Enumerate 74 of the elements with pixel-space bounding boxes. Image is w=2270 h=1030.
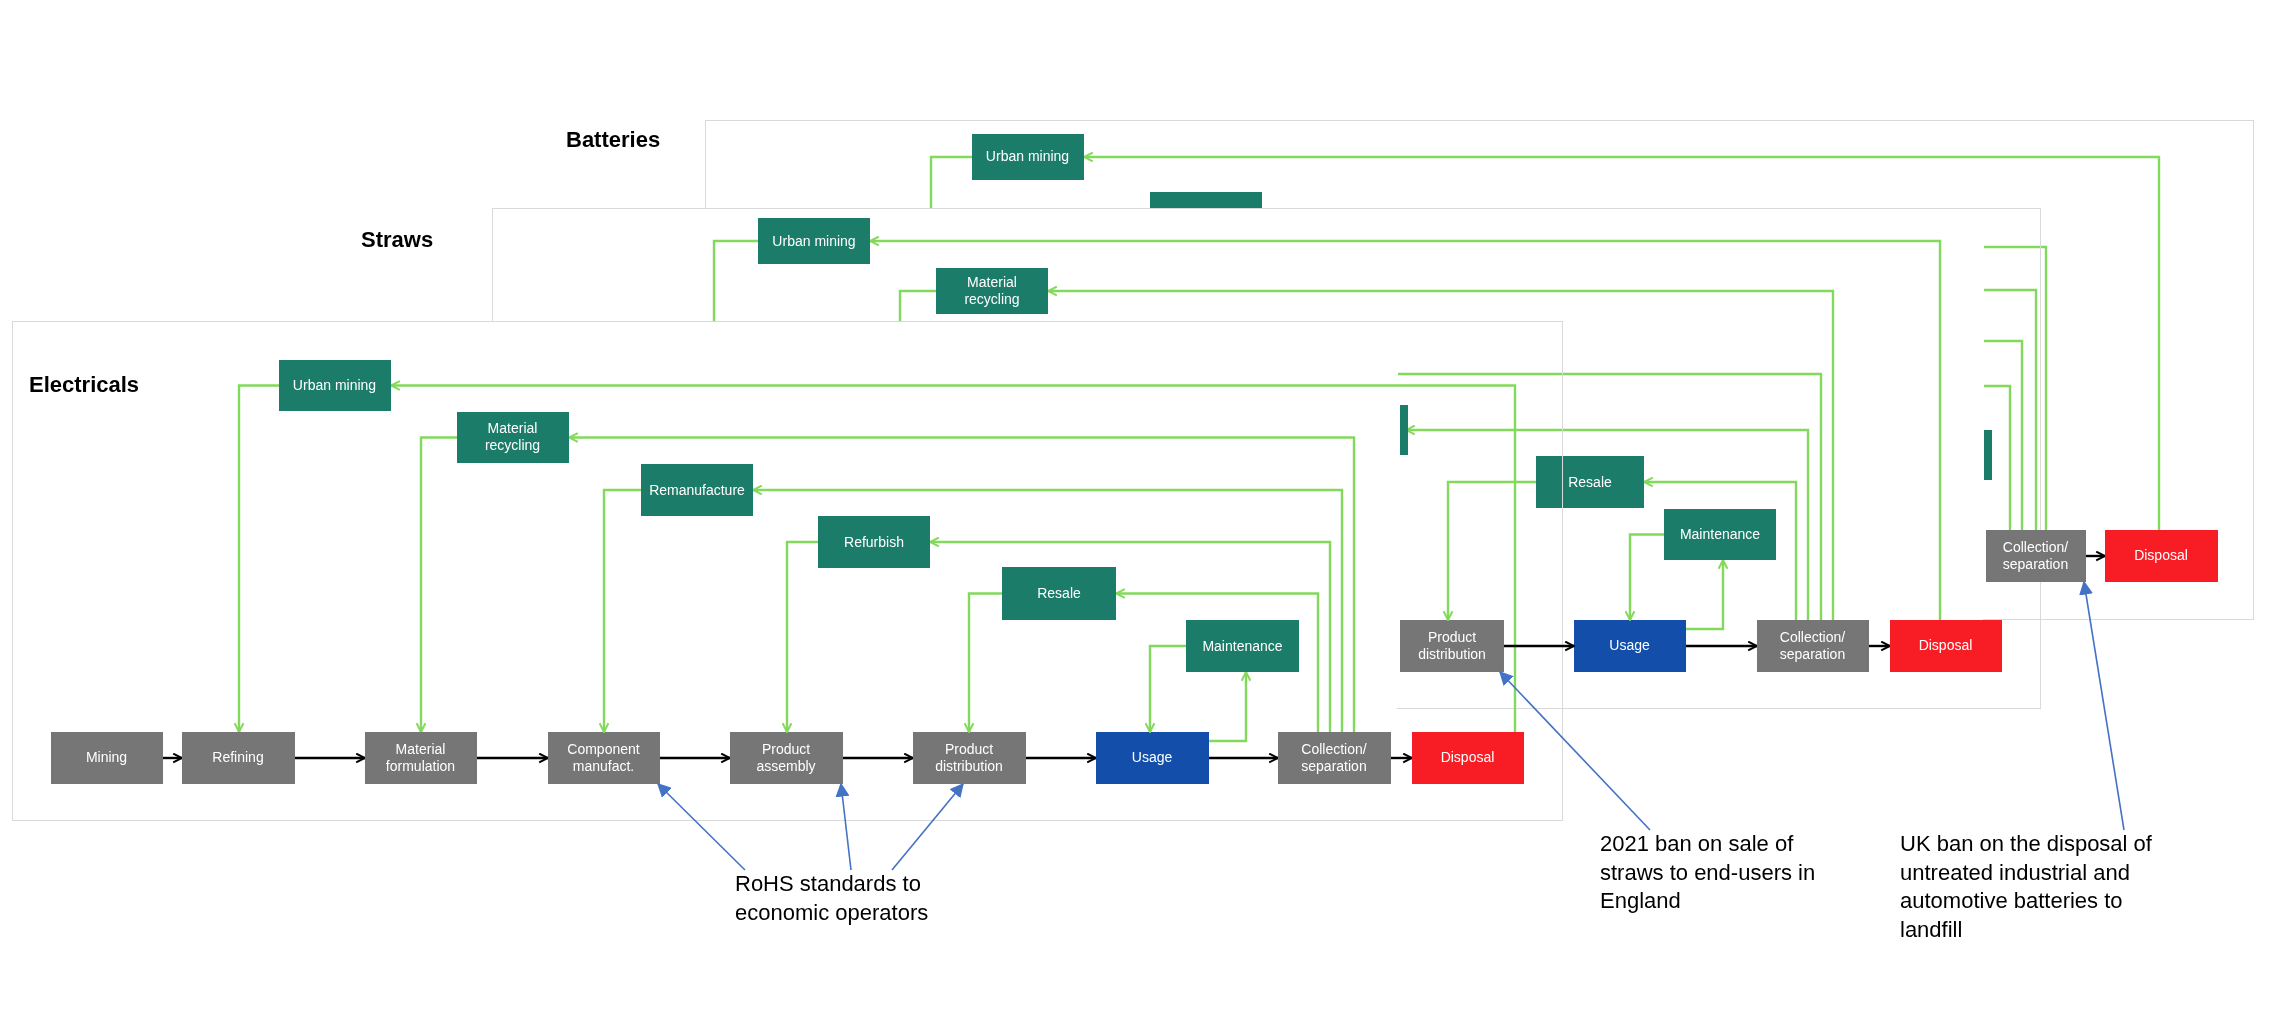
flow-arrow [1208,752,1279,763]
flow-arrow [162,752,183,763]
process-box: Refining [181,731,295,784]
feedback-arrow [1624,533,1664,621]
leader-line [657,783,746,871]
feedback-arrow [1685,558,1728,630]
leader-line [891,782,964,871]
feedback-arrow [1144,644,1186,733]
feedback-arrow [781,540,818,733]
process-box: Product assembly [729,731,843,784]
connector-line [1983,288,2037,530]
flow-arrow [1390,752,1413,763]
loop-box: Maintenance [1664,509,1776,560]
annotation-text: UK ban on the disposal of untreated industrial and automotive batteries to landfill [1900,830,2180,970]
loop-box: Urban mining [278,359,391,411]
process-box: Collection/ separation [1277,731,1391,784]
usage-box: Usage [1095,731,1209,784]
process-box: Product distribution [912,731,1026,784]
leader-line [835,782,852,871]
process-box: Mining [50,731,163,784]
feedback-arrow [567,431,1355,732]
process-box: Product distribution [1400,620,1504,672]
loop-box: Refurbish [818,516,930,568]
flow-arrow [1025,752,1097,763]
flow-arrow [1868,640,1891,651]
flow-arrow [476,752,549,763]
loop-box [1149,191,1262,208]
feedback-arrow [1208,670,1251,742]
usage-box: Usage [1573,619,1686,672]
loop-box: Material recycling [936,268,1048,314]
connector-line [1983,384,2011,530]
feedback-arrow [415,435,457,733]
annotation-text: RoHS standards to economic operators [735,870,995,940]
loop-box: Maintenance [1186,620,1299,672]
flow-arrow [2085,550,2106,561]
flow-arrow [1504,640,1575,652]
box-edge [1984,430,1992,480]
leader-line [2079,580,2125,831]
loop-box: Resale [1002,567,1116,620]
panel-title: Batteries [566,127,661,154]
loop-box: Material recycling [456,411,569,463]
process-box: Collection/ separation [1756,619,1869,672]
flow-arrow [1685,640,1758,651]
flow-arrow [659,752,731,763]
panel [12,321,1563,821]
box-edge [1400,405,1408,455]
flow-arrow [842,752,914,763]
loop-box: Resale [1536,456,1644,508]
loop-box: Remanufacture [641,464,753,516]
loop-box: Urban mining [758,218,870,264]
feedback-arrow [1082,151,2160,530]
annotation-text: 2021 ban on sale of straws to end-users in England [1600,830,1850,940]
panel-title: Straws [361,227,434,254]
feedback-arrow [598,488,641,733]
process-box: Collection/ separation [1985,529,2086,582]
connector-line [1397,372,1822,620]
feedback-arrow [389,379,1516,732]
disposal-box: Disposal [1411,731,1524,784]
connector-line [929,155,972,208]
loop-box: Urban mining [971,133,1084,180]
panel-title: Electricals [29,372,140,399]
process-box: Component manufact. [547,731,660,784]
disposal-box: Disposal [1889,619,2002,672]
process-box: Material formulation [364,731,477,784]
connector-line [1983,245,2047,530]
feedback-arrow [233,383,279,733]
feedback-arrow [963,592,1002,733]
leader-line [1499,671,1651,831]
connector-line [712,239,758,321]
flow-arrow [294,752,366,763]
connector-line [1983,339,2023,530]
connector-line [898,289,936,321]
disposal-box: Disposal [2104,529,2218,582]
feedback-arrow [1442,480,1536,621]
